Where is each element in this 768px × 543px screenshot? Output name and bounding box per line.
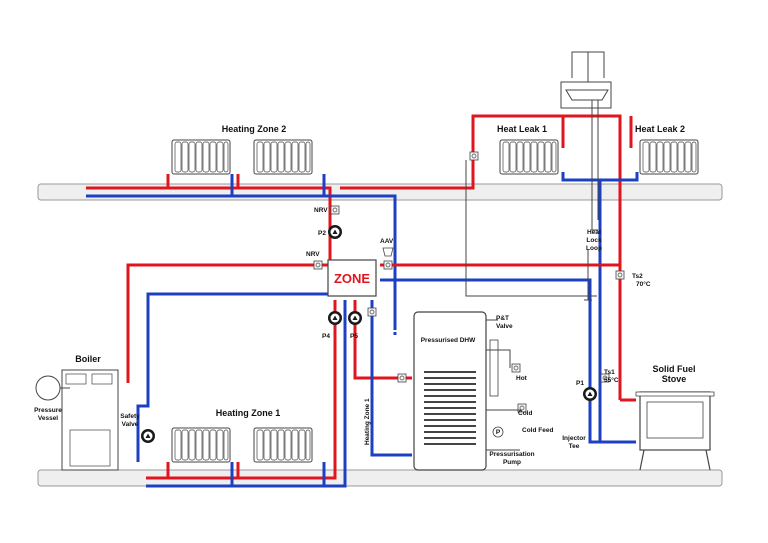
heat-leak-return-pipe	[598, 172, 639, 442]
aav-label: AAV	[380, 238, 394, 245]
gauge-label: P	[496, 429, 501, 436]
radiator-icon	[171, 427, 231, 463]
boiler-flow-pipe	[126, 263, 330, 383]
valve-icon	[313, 260, 323, 270]
safety-valve-label: Safety	[120, 413, 140, 420]
radiator-icon	[639, 139, 699, 175]
aav-icon	[382, 247, 394, 257]
valve-icon	[383, 260, 393, 270]
pt-valve-label: P&T	[496, 315, 509, 322]
cylinder-icon	[413, 311, 499, 471]
pump-icon	[583, 387, 597, 401]
heat-lock-loop-label: Heat	[587, 229, 602, 236]
heat-leak-flow-pipe	[340, 114, 622, 400]
stove-return-pipe	[380, 278, 604, 444]
hot-label: Hot	[516, 375, 528, 382]
radiator-icon	[499, 139, 559, 175]
radiator-icon	[253, 139, 313, 175]
pressurised-dhw-label: Pressurised DHW	[421, 337, 476, 344]
valve-icon	[615, 270, 625, 280]
injector-tee-label: Tee	[569, 443, 580, 450]
stove-icon	[635, 391, 715, 471]
zone2-return-pipe	[86, 194, 397, 330]
heating-zone-1-vertical-label: Heating Zone 1	[364, 398, 371, 445]
header-tank-icon	[560, 81, 612, 109]
pressure-vessel-label: Pressure	[34, 407, 62, 414]
injector-tee-label: Injector	[562, 435, 586, 442]
radiator-icon	[253, 427, 313, 463]
ts2-label: Ts2	[632, 273, 643, 280]
p5-label: P5	[350, 333, 358, 340]
zone-manifold	[327, 259, 377, 297]
pressurisation-pump-label: Pressurisation	[489, 451, 534, 458]
pressure-vessel-label: Vessel	[38, 415, 58, 422]
ts2-label: 70°C	[636, 280, 651, 288]
boiler-label: Boiler	[75, 354, 101, 364]
pt-valve-label: Valve	[496, 323, 513, 330]
radiator-icon	[171, 139, 231, 175]
pump-icon	[328, 311, 342, 325]
p2-label: P2	[318, 230, 326, 237]
pressurisation-pump-label: Pump	[503, 459, 521, 466]
zone-label: ZONE	[334, 271, 370, 286]
heating-zone-2-label: Heating Zone 2	[222, 124, 287, 134]
heat-leak-1-label: Heat Leak 1	[497, 124, 547, 134]
nrv-left-label: NRV	[306, 251, 320, 258]
ts1-label: Ts1	[604, 369, 615, 376]
valve-icon	[511, 363, 521, 373]
heat-lock-loop-label: Lock	[586, 237, 602, 244]
cold-feed-label: Cold Feed	[522, 427, 553, 434]
valve-icon	[469, 151, 479, 161]
stove-label: Solid Fuel	[652, 364, 695, 374]
pump-icon	[328, 225, 342, 239]
boiler-icon	[61, 369, 119, 471]
valve-icon	[397, 373, 407, 383]
heat-leak-2-label: Heat Leak 2	[635, 124, 685, 134]
pressure-vessel-icon	[35, 375, 70, 401]
ts1-label: 55°C	[604, 376, 619, 384]
pump-icon	[348, 311, 362, 325]
cold-label: Cold	[518, 410, 532, 417]
gauge-icon	[492, 426, 504, 438]
boiler-return-pipe	[136, 292, 330, 462]
nrv-top-label: NRV	[314, 207, 328, 214]
valve-icon	[367, 307, 377, 317]
lower-floor	[37, 469, 723, 487]
heating-zone-1-label: Heating Zone 1	[216, 408, 281, 418]
valve-icon	[330, 205, 340, 215]
p1-label: P1	[576, 380, 584, 387]
pump-icon	[141, 429, 155, 443]
heat-lock-loop-label: Loop	[586, 245, 602, 252]
stove-label: Stove	[662, 374, 687, 384]
safety-valve-label: Valve	[122, 421, 139, 428]
p4-label: P4	[322, 333, 330, 340]
